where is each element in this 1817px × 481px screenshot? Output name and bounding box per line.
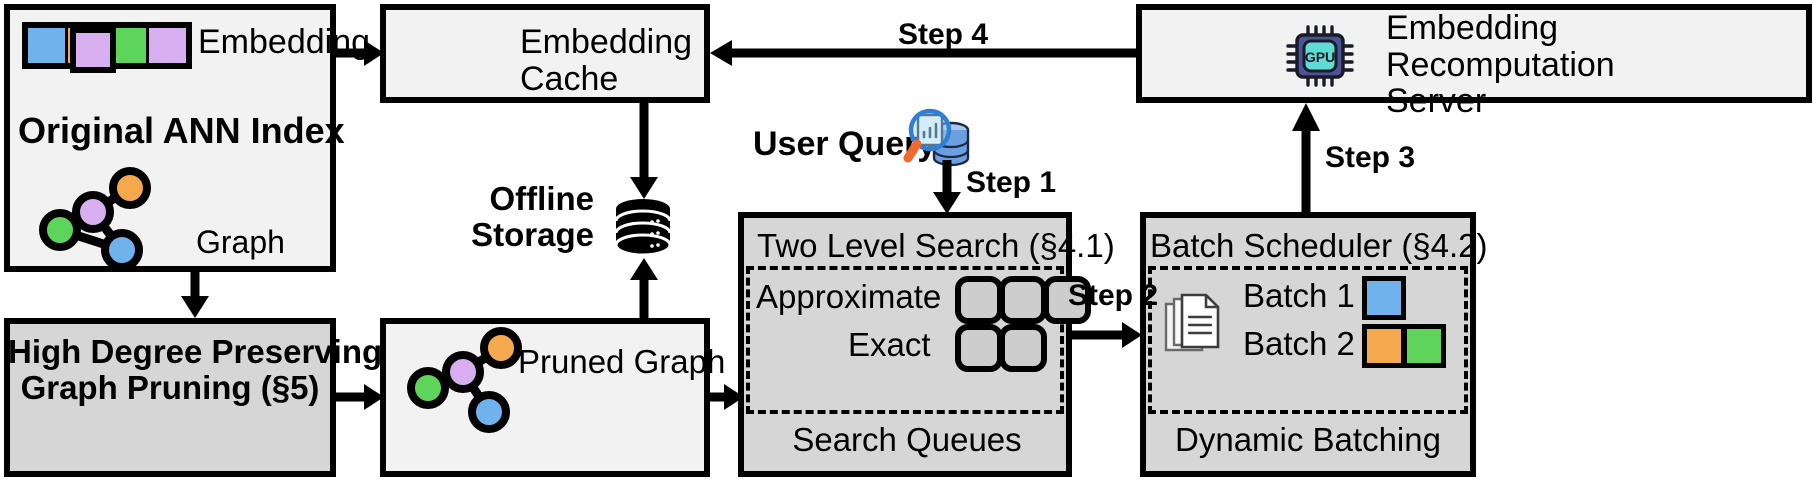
pruned-graph-label: Pruned Graph bbox=[518, 343, 726, 380]
graph-pruning-box bbox=[4, 318, 336, 477]
arrow-step-1 bbox=[933, 160, 961, 214]
exact-queue-slot-2[interactable] bbox=[999, 324, 1047, 372]
embedding-swatch-icon bbox=[70, 27, 116, 73]
database-icon bbox=[614, 199, 672, 257]
search-queues-group bbox=[746, 266, 1064, 414]
search-database-icon bbox=[903, 108, 970, 167]
svg-text:GPU: GPU bbox=[1305, 49, 1335, 65]
step-4-label: Step 4 bbox=[898, 18, 989, 51]
batch-1-item-1 bbox=[1362, 276, 1406, 320]
search-queues-label: Search Queues bbox=[792, 421, 1022, 458]
step-1-label: Step 1 bbox=[966, 166, 1057, 199]
arrow-cache-to-storage bbox=[630, 103, 658, 199]
embedding-recomputation-server-box bbox=[1136, 4, 1812, 103]
batch-1-label: Batch 1 bbox=[1243, 277, 1355, 314]
documents-stack-icon bbox=[1164, 293, 1220, 352]
approximate-queue-slot-1[interactable] bbox=[955, 276, 1003, 324]
arrow-step-2 bbox=[1072, 322, 1142, 348]
batch-2-item-2 bbox=[1402, 324, 1446, 368]
step-2-label: Step 2 bbox=[1068, 279, 1159, 312]
arrow-index-to-pruning bbox=[181, 272, 209, 318]
arrow-step-3 bbox=[1292, 103, 1320, 213]
pruned-graph-icon bbox=[407, 327, 522, 433]
approximate-queue-slot-3[interactable] bbox=[1043, 276, 1091, 324]
batch-2-label: Batch 2 bbox=[1243, 325, 1355, 362]
graph-pruning-label: High Degree Preserving Graph Pruning (§5… bbox=[8, 333, 383, 406]
offline-storage-label: Offline Storage bbox=[471, 180, 594, 253]
arrow-index-to-cache bbox=[336, 40, 384, 66]
arrow-pruned-graph-to-search bbox=[710, 384, 744, 410]
approximate-queue-slot-2[interactable] bbox=[999, 276, 1047, 324]
embedding-cell-4 bbox=[148, 28, 186, 63]
original-ann-index-title: Original ANN Index bbox=[18, 110, 345, 151]
dynamic-batching-group bbox=[1148, 266, 1468, 414]
dynamic-batching-label: Dynamic Batching bbox=[1175, 421, 1441, 458]
batch-scheduler-title: Batch Scheduler (§4.2) bbox=[1150, 227, 1488, 264]
exact-queue-slot-1[interactable] bbox=[955, 324, 1003, 372]
exact-row-label: Exact bbox=[848, 326, 931, 363]
arrow-pruning-to-pruned-graph bbox=[336, 384, 384, 410]
gpu-chip-icon: GPU bbox=[1286, 25, 1354, 87]
batch-2-item-1 bbox=[1362, 324, 1406, 368]
recomputation-server-label: Embedding Recomputation Server bbox=[1386, 9, 1615, 121]
arrow-pruned-graph-to-storage bbox=[630, 258, 658, 318]
embedding-cache-label: Embedding Cache bbox=[520, 23, 693, 98]
embedding-cache-box bbox=[380, 4, 710, 103]
two-level-search-title: Two Level Search (§4.1) bbox=[757, 227, 1115, 264]
arrow-step-4 bbox=[710, 40, 1136, 66]
approximate-row-label: Approximate bbox=[756, 278, 942, 315]
ann-graph-icon bbox=[39, 167, 151, 271]
graph-label: Graph bbox=[196, 224, 285, 260]
embedding-cell-1 bbox=[28, 28, 69, 63]
step-3-label: Step 3 bbox=[1325, 141, 1416, 174]
